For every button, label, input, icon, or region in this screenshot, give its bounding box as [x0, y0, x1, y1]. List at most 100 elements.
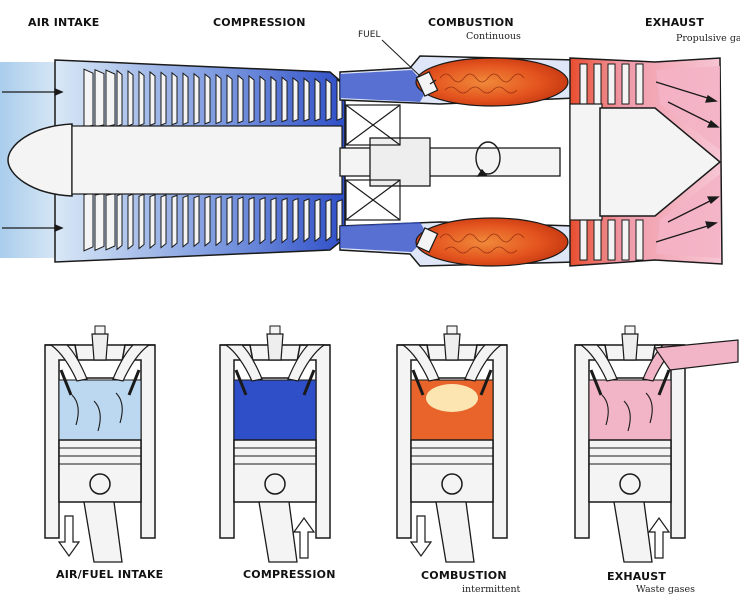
piston-pin — [89, 473, 111, 495]
cylinder-head — [397, 344, 507, 379]
bearing-frame — [345, 104, 401, 221]
jet-label-compression: COMPRESSION — [213, 16, 306, 29]
fuel-leader-line — [381, 39, 421, 77]
exhaust-port — [642, 344, 681, 382]
jet-label-exhaust: EXHAUST — [645, 16, 705, 29]
exhaust-valve — [479, 369, 493, 396]
compressor-blade-lower — [314, 198, 321, 243]
compressor-blade-lower — [281, 197, 288, 244]
piston-label-intake: AIR/FUEL INTAKE — [56, 568, 164, 581]
intake-valve — [589, 369, 603, 396]
exhaust-arrows — [429, 79, 720, 243]
compressor-blade-lower — [237, 196, 244, 246]
turbine-blades — [569, 63, 644, 261]
spark-plug-tip — [624, 325, 636, 335]
fuel-injector-bottom — [415, 227, 439, 253]
compressor-blade-lower — [325, 198, 332, 242]
nose-cone — [7, 123, 73, 197]
compressor-blade-lower — [204, 195, 211, 247]
ignition-flash — [426, 384, 478, 412]
compressor-blade-upper — [314, 77, 321, 122]
compressor-blade-upper — [303, 77, 310, 122]
chamber-gas — [588, 379, 672, 441]
compressor-blade-upper — [215, 73, 222, 125]
turbine-disc — [569, 103, 603, 221]
gas-flow-arrow — [115, 392, 123, 424]
compressor-blade-lower — [182, 194, 189, 248]
fuel-label: FUEL — [358, 30, 381, 40]
cylinder-wall — [574, 344, 686, 539]
cylinder-head — [575, 344, 685, 379]
piston-label-compression: COMPRESSION — [243, 568, 336, 581]
compressor-blade-lower — [105, 192, 116, 251]
cylinder-head — [45, 344, 155, 379]
compressor-blade-upper — [270, 75, 277, 123]
intake-arrows — [2, 88, 64, 232]
combustion-chamber-top — [415, 57, 569, 107]
exhaust-pipe — [653, 339, 739, 371]
piston-up-arrow — [647, 516, 671, 559]
gas-flow-arrow — [71, 394, 79, 426]
turbine-blade-upper — [635, 63, 644, 105]
intake-port — [579, 344, 618, 382]
chamber-gas — [58, 379, 142, 441]
piston-down-arrow — [57, 515, 81, 558]
cylinder-combustion — [396, 325, 508, 563]
rotation-arrow — [475, 141, 501, 177]
piston-label-combustion: COMBUSTION — [421, 569, 507, 582]
turbine-blade-upper — [621, 63, 630, 105]
intake-port — [49, 344, 88, 382]
compressor-blade-lower — [292, 197, 299, 244]
compressor-blade-lower — [248, 196, 255, 246]
piston-pin — [619, 473, 641, 495]
compressor-blade-upper — [127, 69, 134, 127]
piston — [410, 439, 494, 503]
compressor-blades — [71, 68, 343, 252]
spark-plug-body — [266, 333, 284, 361]
compressor-blade-lower — [259, 196, 266, 245]
spark-plug-tip — [446, 325, 458, 335]
piston-sublabel-combustion: intermittent — [462, 584, 521, 595]
compressor-blade-lower — [116, 192, 123, 251]
spark-plug-tip — [94, 325, 106, 335]
cylinder-wall — [219, 344, 331, 539]
piston-up-arrow — [292, 516, 316, 559]
piston-sublabel-exhaust: Waste gases — [636, 584, 696, 595]
piston — [233, 439, 317, 503]
piston-pin — [264, 473, 286, 495]
exhaust-port — [464, 344, 503, 382]
exhaust-port — [287, 344, 326, 382]
turbine-blade-lower — [593, 219, 602, 261]
compressor-blade-lower — [149, 193, 156, 250]
compressor-blade-lower — [171, 194, 178, 249]
jet-sublabel-combustion: Continuous — [466, 31, 521, 42]
gas-flow-arrow — [645, 392, 653, 424]
connecting-rod — [258, 501, 298, 563]
spark-plug-tip — [269, 325, 281, 335]
cylinder-head — [220, 344, 330, 379]
gas-flow-arrow — [93, 400, 101, 432]
connecting-rod — [435, 501, 475, 563]
gas-flow-arrow — [623, 400, 631, 432]
exhaust-valve — [657, 369, 671, 396]
compressor-exit-flow-bottom — [340, 222, 428, 252]
compressor-drum — [71, 125, 343, 195]
intake-valve — [411, 369, 425, 396]
cylinder-intake — [44, 325, 156, 563]
cylinder-wall — [44, 344, 156, 539]
spark-plug-body — [91, 333, 109, 361]
compressor-blade-upper — [248, 74, 255, 124]
piston-pin — [441, 473, 463, 495]
spark-plug-body — [443, 333, 461, 361]
compressor-blade-lower — [303, 198, 310, 243]
compressor-blade-lower — [127, 193, 134, 251]
intake-port — [224, 344, 263, 382]
compressor-blade-upper — [171, 71, 178, 126]
combustion-chamber-bottom — [415, 217, 569, 267]
compressor-blade-upper — [237, 74, 244, 124]
chamber-gas — [410, 379, 494, 441]
compressor-blade-upper — [160, 71, 167, 126]
turbine-blade-upper — [607, 63, 616, 105]
intake-valve — [234, 369, 248, 396]
cylinder-wall — [396, 344, 508, 539]
